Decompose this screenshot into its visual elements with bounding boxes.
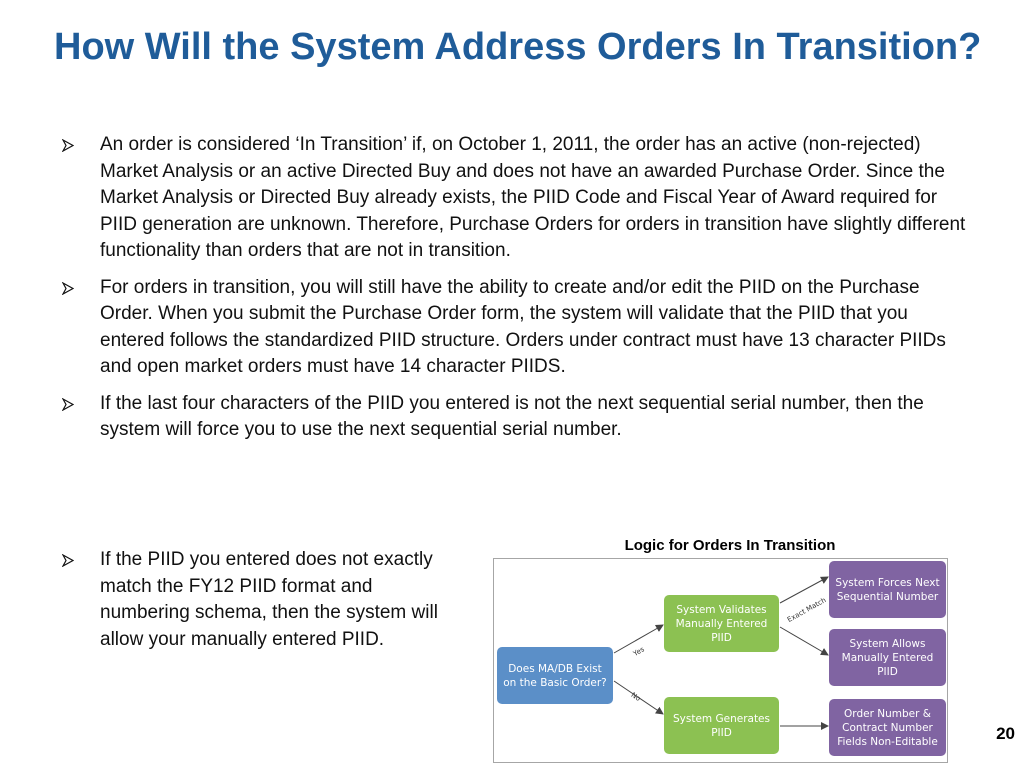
edge-yes xyxy=(613,624,664,654)
bullet-text: An order is considered ‘In Transition’ i… xyxy=(100,134,966,261)
edge-exact-match xyxy=(779,576,829,604)
forces-next-node: System Forces Next Sequential Number xyxy=(829,561,946,618)
figure-caption: Logic for Orders In Transition xyxy=(624,537,836,554)
bullet-item: If the last four characters of the PIID … xyxy=(60,391,975,444)
flow-diagram: Does MA/DB Exist on the Basic Order? Sys… xyxy=(493,558,948,763)
arrow-bullet-icon xyxy=(62,275,86,301)
bullet-list: An order is considered ‘In Transition’ i… xyxy=(60,132,975,454)
bullet-text: If the PIID you entered does not exactly… xyxy=(100,549,438,650)
edge-no xyxy=(613,680,664,715)
allows-manual-node: System Allows Manually Entered PIID xyxy=(829,629,946,686)
decision-node: Does MA/DB Exist on the Basic Order? xyxy=(497,647,613,704)
edge-not-exact xyxy=(779,626,829,656)
bullet-text: For orders in transition, you will still… xyxy=(100,276,946,378)
arrow-bullet-icon xyxy=(62,391,86,417)
arrow-bullet-icon xyxy=(62,547,86,573)
non-editable-node: Order Number & Contract Number Fields No… xyxy=(829,699,946,756)
slide-title: How Will the System Address Orders In Tr… xyxy=(54,26,982,68)
page-number: 20 xyxy=(996,724,1015,743)
bullet-item: For orders in transition, you will still… xyxy=(60,275,975,381)
system-validates-node: System Validates Manually Entered PIID xyxy=(664,595,779,652)
bullet-item: If the PIID you entered does not exactly… xyxy=(60,547,460,653)
bullet-text: If the last four characters of the PIID … xyxy=(100,392,924,441)
system-generates-node: System Generates PIID xyxy=(664,697,779,754)
diagram-connectors xyxy=(613,576,829,730)
arrow-bullet-icon xyxy=(62,132,86,158)
bullet-item: An order is considered ‘In Transition’ i… xyxy=(60,132,975,265)
